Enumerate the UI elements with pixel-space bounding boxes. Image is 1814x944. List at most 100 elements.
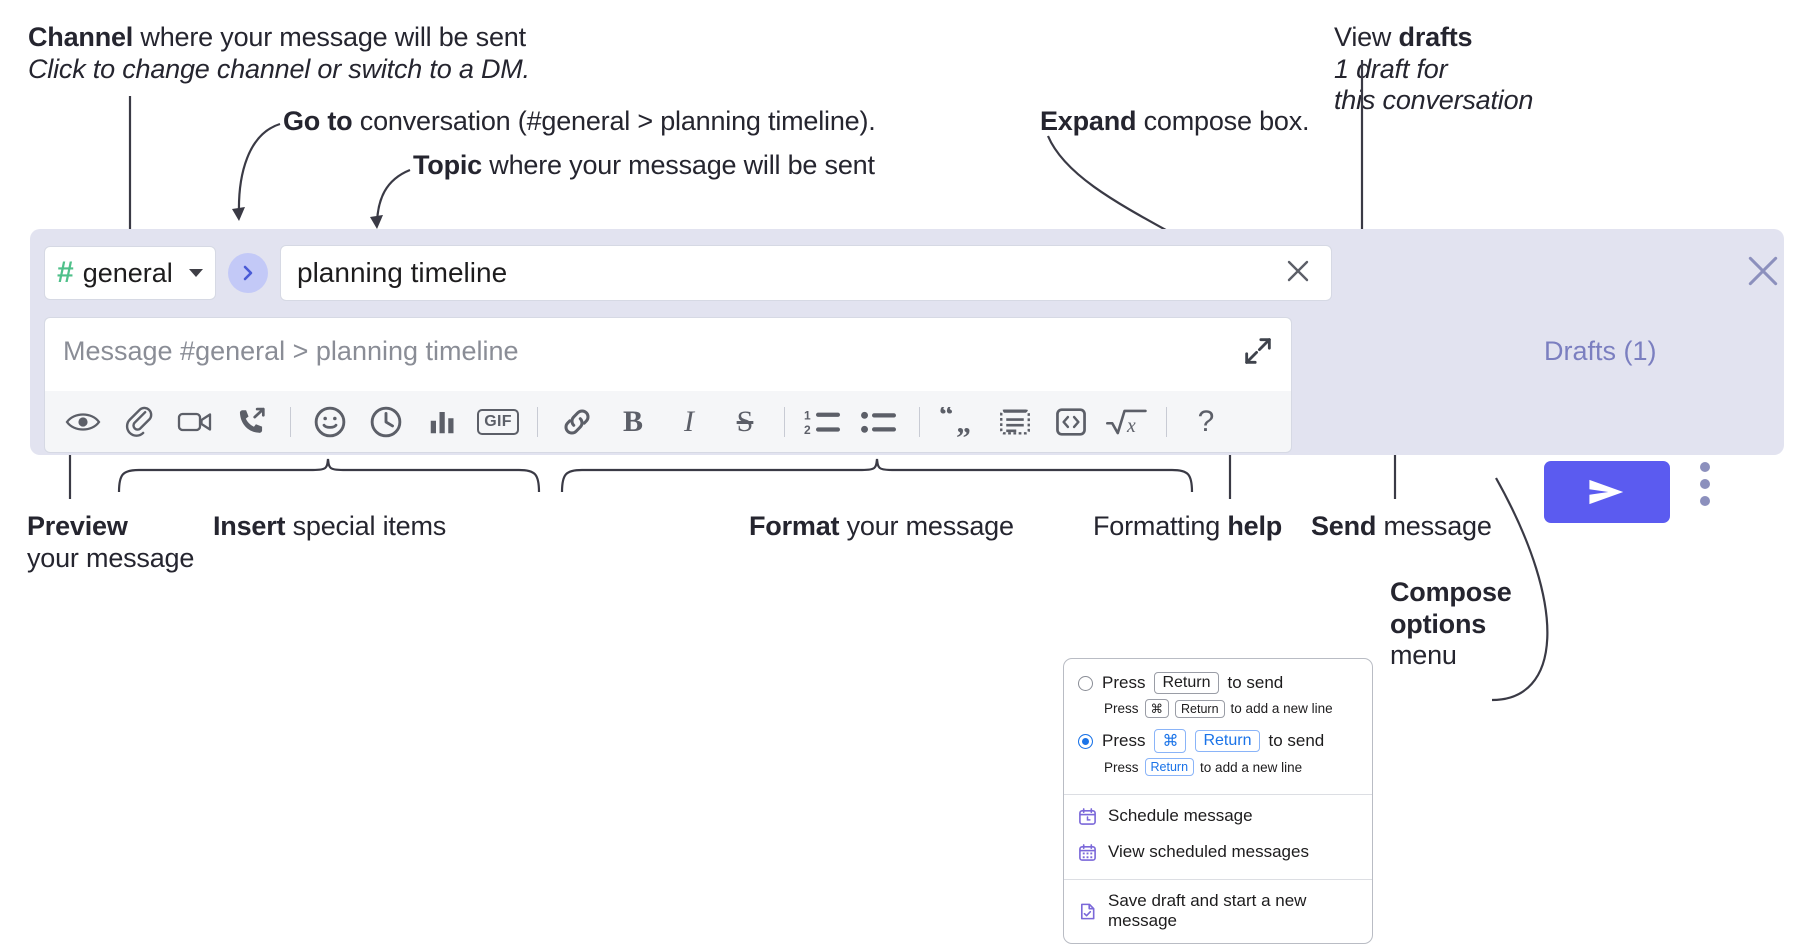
callout-channel-strong: Channel <box>28 22 134 52</box>
poll-icon[interactable] <box>414 399 470 445</box>
ordered-list-icon[interactable]: 1 2 <box>796 399 852 445</box>
toolbar-separator-1 <box>290 406 291 437</box>
send-button[interactable] <box>1544 461 1670 523</box>
svg-text:“: “ <box>939 407 954 432</box>
callout-help-plain: Formatting <box>1093 511 1228 541</box>
compose-options-menu: Press Return to send Press ⌘ Return to a… <box>1063 658 1373 944</box>
bold-label: B <box>622 404 643 438</box>
radio-1-pre: Press <box>1102 673 1146 692</box>
video-icon[interactable] <box>167 399 223 445</box>
kbd-return: Return <box>1154 672 1219 694</box>
callout-compose-line3: menu <box>1390 640 1457 671</box>
radio-2-pre: Press <box>1102 731 1146 750</box>
hash-icon: # <box>57 256 74 289</box>
callout-send-rest: message <box>1376 511 1492 541</box>
channel-row: # general planning timeline <box>44 245 1332 301</box>
radio-option-cmd-return-hint: Press Return to add a new line <box>1064 755 1372 785</box>
chevron-down-icon <box>189 269 203 277</box>
strikethrough-label: S <box>736 404 754 438</box>
menu-item-view-scheduled[interactable]: View scheduled messages <box>1064 834 1372 870</box>
italic-icon[interactable]: I <box>661 399 717 445</box>
svg-text:1: 1 <box>804 408 811 422</box>
message-placeholder: Message #general > planning timeline <box>63 336 519 366</box>
preview-icon[interactable] <box>55 399 111 445</box>
gif-label: GIF <box>477 408 519 435</box>
menu-item-schedule-message[interactable]: Schedule message <box>1064 795 1372 834</box>
callout-topic-strong: Topic <box>413 150 482 180</box>
message-input[interactable]: Message #general > planning timeline <box>44 317 1292 392</box>
radio-2-sub-pre: Press <box>1104 759 1139 775</box>
bold-icon[interactable]: B <box>605 399 661 445</box>
callout-send: Send message <box>1311 511 1581 543</box>
callout-expand-rest: compose box. <box>1136 106 1310 136</box>
formatting-toolbar: GIF B I S 1 2 “ „ <box>44 391 1292 453</box>
callout-channel-rest: where your message will be sent <box>133 22 526 52</box>
callout-goto-rest: conversation (#general > planning timeli… <box>352 106 876 136</box>
menu-item-save-draft[interactable]: Save draft and start a new message <box>1064 880 1372 943</box>
kbd-command: ⌘ <box>1154 729 1187 753</box>
toolbar-separator-5 <box>1166 406 1167 437</box>
save-draft-icon <box>1078 902 1097 921</box>
radio-button[interactable] <box>1078 675 1093 691</box>
code-block-icon[interactable] <box>987 399 1043 445</box>
toolbar-separator-4 <box>919 406 920 437</box>
clear-topic-icon[interactable] <box>1281 254 1315 293</box>
kebab-dot <box>1700 496 1710 506</box>
callout-goto-strong: Go to <box>283 106 353 136</box>
help-icon[interactable]: ? <box>1178 399 1234 445</box>
callout-channel-italic: Click to change channel or switch to a D… <box>28 53 530 84</box>
menu-item-label: View scheduled messages <box>1108 842 1309 861</box>
callout-send-strong: Send <box>1311 511 1377 541</box>
callout-expand-strong: Expand <box>1040 106 1137 136</box>
callout-drafts-strong: drafts <box>1398 22 1473 52</box>
callout-preview: Preview your message <box>27 511 257 574</box>
radio-option-cmd-return[interactable]: Press ⌘ Return to send <box>1064 727 1372 755</box>
close-icon[interactable] <box>1744 252 1782 295</box>
kbd-return: Return <box>1175 699 1225 718</box>
link-icon[interactable] <box>549 399 605 445</box>
blockquote-icon[interactable]: “ „ <box>931 399 987 445</box>
svg-text:x: x <box>1126 414 1136 436</box>
radio-option-return-hint: Press ⌘ Return to add a new line <box>1064 696 1372 721</box>
callout-drafts: View drafts 1 draft for this conversatio… <box>1334 22 1804 117</box>
kebab-dot <box>1700 479 1710 489</box>
radio-2-post: to send <box>1268 731 1325 750</box>
callout-preview-strong: Preview <box>27 511 128 541</box>
toolbar-separator-3 <box>784 406 785 437</box>
gif-icon[interactable]: GIF <box>470 399 526 445</box>
clock-icon[interactable] <box>358 399 414 445</box>
menu-item-label: Schedule message <box>1108 806 1253 825</box>
bulleted-list-icon[interactable] <box>852 399 908 445</box>
callout-channel: Channel where your message will be sent … <box>28 22 588 85</box>
kbd-command: ⌘ <box>1144 699 1170 718</box>
callout-drafts-line2: 1 draft for <box>1334 53 1448 84</box>
inline-code-icon[interactable] <box>1043 399 1099 445</box>
callout-help: Formatting help <box>1093 511 1353 543</box>
audio-call-icon[interactable] <box>223 399 279 445</box>
emoji-icon[interactable] <box>302 399 358 445</box>
chevron-right-icon <box>243 265 253 281</box>
callout-preview-line2: your message <box>27 542 195 573</box>
topic-input[interactable]: planning timeline <box>280 245 1332 301</box>
toolbar-separator-2 <box>537 406 538 437</box>
radio-button-selected[interactable] <box>1078 733 1093 749</box>
callout-insert-strong: Insert <box>213 511 286 541</box>
expand-compose-icon[interactable] <box>1241 334 1275 373</box>
drafts-link[interactable]: Drafts (1) <box>1544 336 1657 366</box>
radio-option-return[interactable]: Press Return to send <box>1064 670 1372 696</box>
menu-divider <box>1064 794 1372 795</box>
goto-conversation-button[interactable] <box>228 253 268 293</box>
send-arrow-icon <box>1589 479 1624 505</box>
compose-options-button[interactable] <box>1700 462 1710 506</box>
attachment-icon[interactable] <box>111 399 167 445</box>
strikethrough-icon[interactable]: S <box>717 399 773 445</box>
italic-label: I <box>684 404 694 438</box>
help-label: ? <box>1197 404 1215 438</box>
radio-1-sub-post: to add a new line <box>1230 701 1333 716</box>
callout-expand: Expand compose box. <box>1040 106 1380 138</box>
channel-select[interactable]: # general <box>44 246 216 300</box>
svg-text:„: „ <box>956 407 971 436</box>
math-icon[interactable]: x <box>1099 399 1155 445</box>
kbd-return: Return <box>1144 758 1195 776</box>
kebab-dot <box>1700 462 1710 472</box>
